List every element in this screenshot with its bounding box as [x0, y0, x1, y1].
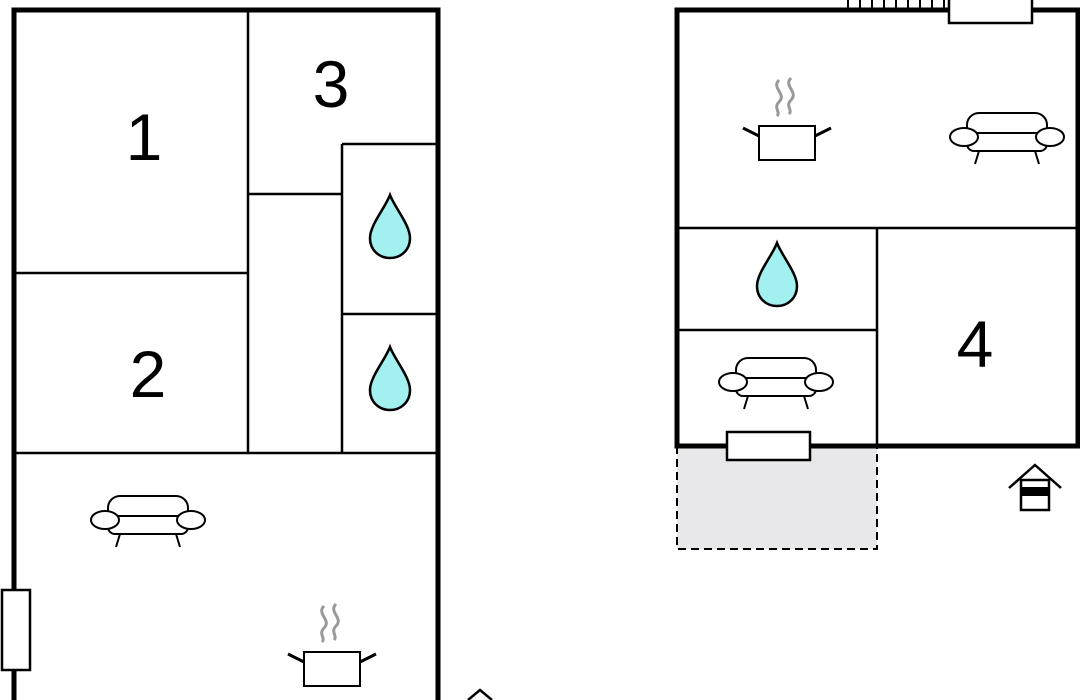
cooking-pot-icon	[741, 76, 833, 162]
room-number-4: 4	[957, 307, 994, 381]
cooking-pot-icon	[286, 602, 378, 688]
unit-left: 1 2 3	[0, 7, 493, 700]
window-marker	[947, 0, 1034, 25]
outer-wall-left	[11, 7, 441, 700]
sofa-icon	[90, 495, 206, 548]
sofa-icon	[718, 357, 834, 410]
room-number-1: 1	[126, 100, 163, 174]
water-drop-icon	[755, 241, 799, 308]
room-number-3: 3	[313, 47, 350, 121]
unit-right: 4	[674, 0, 1080, 550]
house-entrance-icon	[1008, 463, 1062, 512]
sofa-icon	[949, 112, 1065, 165]
window-marker	[725, 430, 812, 462]
room-number-2: 2	[130, 337, 167, 411]
water-drop-icon	[368, 345, 412, 412]
window-marker	[0, 588, 32, 672]
house-entrance-icon	[467, 688, 493, 700]
terrace-area	[676, 445, 878, 550]
water-drop-icon	[368, 193, 412, 260]
stairs	[847, 0, 945, 10]
